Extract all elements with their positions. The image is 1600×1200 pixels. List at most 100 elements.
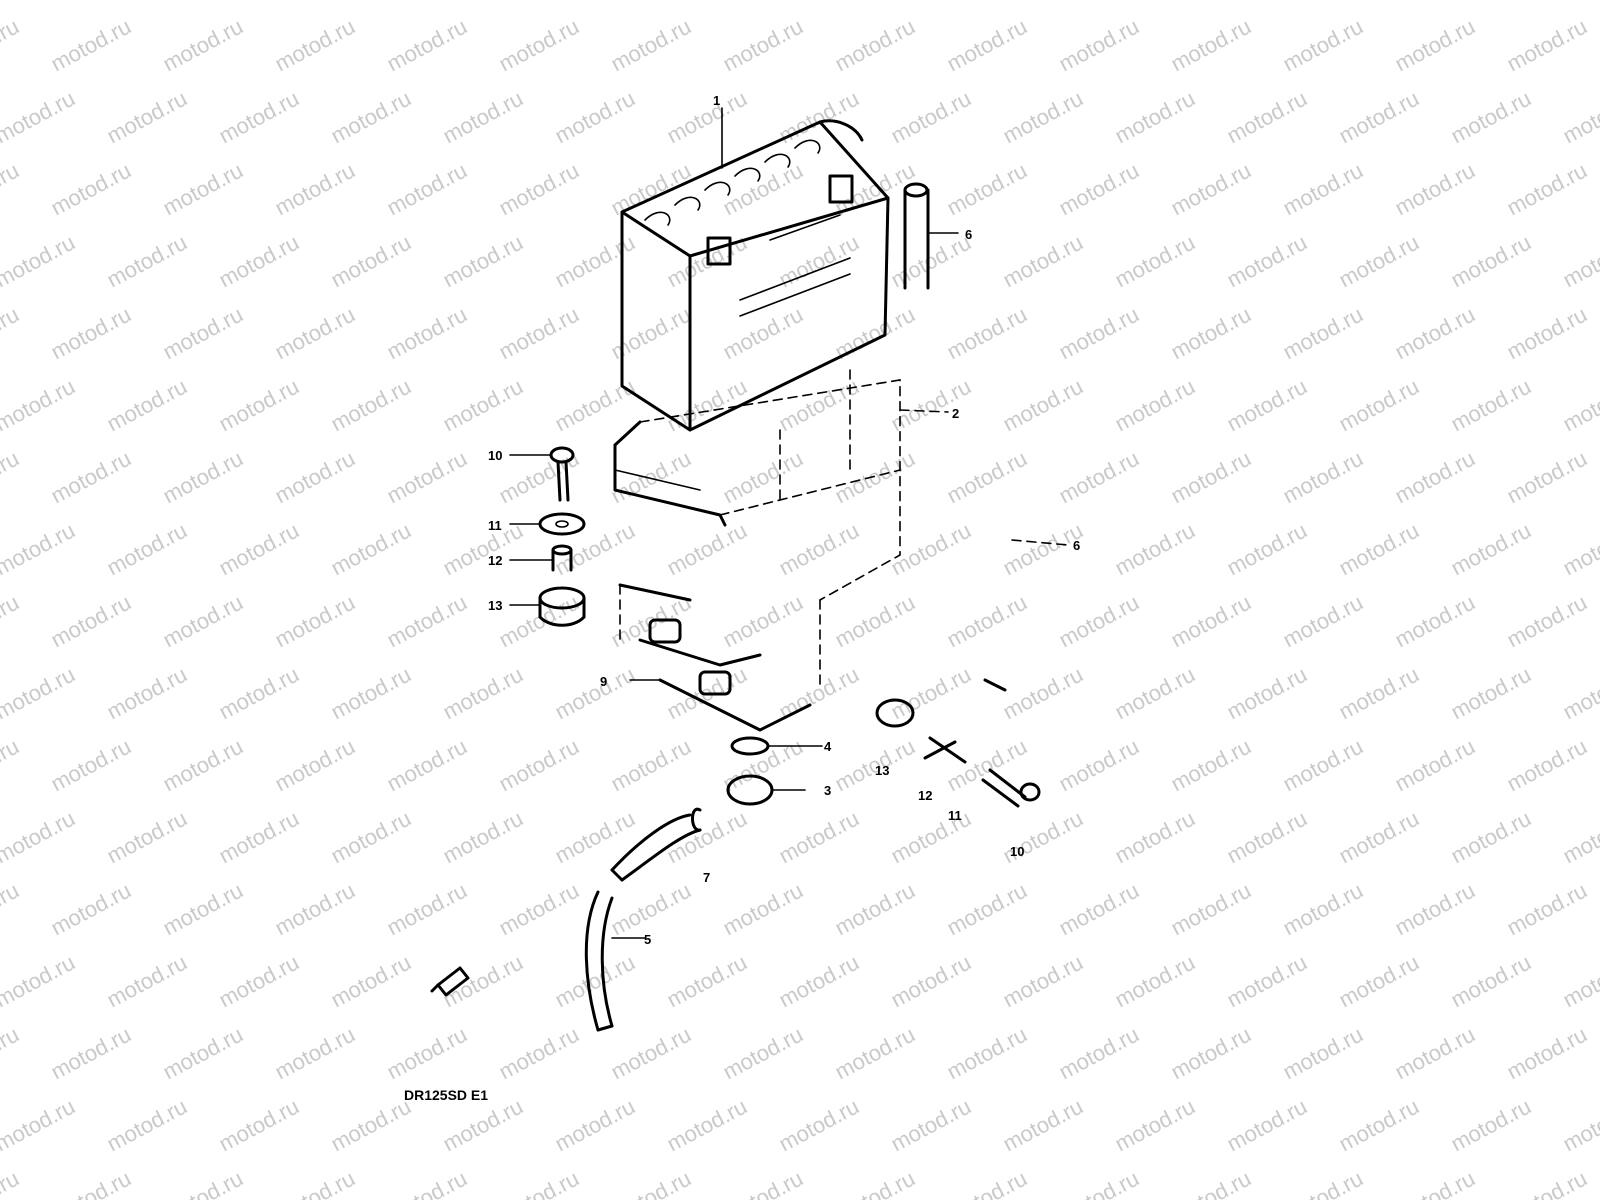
watermark-text: motod.ru [1559,0,1600,4]
watermark-text: motod.ru [1391,14,1479,77]
watermark-text: motod.ru [831,1166,919,1200]
watermark-text: motod.ru [1055,14,1143,77]
callout-12-right: 12 [918,788,932,803]
watermark-text: motod.ru [383,14,471,77]
watermark-text: motod.ru [887,806,975,869]
model-code: DR125SD E1 [404,1087,488,1103]
watermark-text: motod.ru [999,1094,1087,1157]
watermark-text: motod.ru [159,878,247,941]
watermark-text: motod.ru [47,590,135,653]
watermark-text: motod.ru [999,0,1087,4]
watermark-text: motod.ru [495,1022,583,1085]
watermark-text: motod.ru [1391,1022,1479,1085]
watermark-text: motod.ru [1559,86,1600,149]
watermark-text: motod.ru [1223,230,1311,293]
watermark-text: motod.ru [383,590,471,653]
watermark-text: motod.ru [383,158,471,221]
watermark-text: motod.ru [1111,1094,1199,1157]
watermark-text: motod.ru [327,950,415,1013]
watermark-text: motod.ru [1055,158,1143,221]
watermark-text: motod.ru [999,374,1087,437]
watermark-text: motod.ru [495,1166,583,1200]
callout-6-right: 6 [1073,538,1080,553]
bracket [618,583,821,732]
watermark-text: motod.ru [215,86,303,149]
watermark-text: motod.ru [1335,518,1423,581]
leader-lines [509,107,1069,939]
watermark-text: motod.ru [1559,806,1600,869]
watermark-text: motod.ru [1335,806,1423,869]
watermark-text: motod.ru [1279,1022,1367,1085]
watermark-text: motod.ru [607,734,695,797]
watermark-text: motod.ru [159,158,247,221]
watermark-text: motod.ru [943,446,1031,509]
watermark-text: motod.ru [1503,878,1591,941]
watermark-text: motod.ru [775,86,863,149]
watermark-text: motod.ru [327,230,415,293]
watermark-text: motod.ru [1391,302,1479,365]
callout-6: 6 [965,227,972,242]
watermark-text: motod.ru [1111,374,1199,437]
watermark-text: motod.ru [1279,1166,1367,1200]
callout-9: 9 [600,674,607,689]
watermark-text: motod.ru [271,590,359,653]
watermark-text: motod.ru [943,14,1031,77]
watermark-text: motod.ru [1279,590,1367,653]
watermark-text: motod.ru [1335,86,1423,149]
watermark-text: motod.ru [1559,662,1600,725]
watermark-text: motod.ru [1223,1094,1311,1157]
watermark-text: motod.ru [159,446,247,509]
watermark-text: motod.ru [1167,158,1255,221]
watermark-text: motod.ru [1559,230,1600,293]
watermark-text: motod.ru [271,878,359,941]
watermark-text: motod.ru [47,1166,135,1200]
watermark-text: motod.ru [831,1022,919,1085]
watermark-text: motod.ru [439,0,527,4]
watermark-text: motod.ru [1167,1022,1255,1085]
watermark-text: motod.ru [1447,662,1535,725]
watermark-text: motod.ru [1167,302,1255,365]
watermark-text: motod.ru [887,86,975,149]
watermark-text: motod.ru [1559,518,1600,581]
watermark-text: motod.ru [1447,86,1535,149]
watermark-text: motod.ru [887,0,975,4]
watermark-text: motod.ru [1167,878,1255,941]
watermark-text: motod.ru [439,950,527,1013]
watermark-text: motod.ru [0,1094,79,1157]
watermark-text: motod.ru [0,1166,23,1200]
watermark-text: motod.ru [1055,446,1143,509]
watermark-text: motod.ru [159,14,247,77]
watermark-text: motod.ru [439,230,527,293]
watermark-text: motod.ru [0,14,23,77]
watermark-text: motod.ru [943,302,1031,365]
watermark-text: motod.ru [943,158,1031,221]
watermark-text: motod.ru [103,374,191,437]
watermark-text: motod.ru [1279,446,1367,509]
callout-11-left: 11 [488,518,502,533]
watermark-text: motod.ru [439,662,527,725]
watermark-text: motod.ru [159,1166,247,1200]
watermark-text: motod.ru [103,86,191,149]
watermark-text: motod.ru [551,662,639,725]
callout-10-left: 10 [488,448,502,463]
watermark-text: motod.ru [1335,662,1423,725]
watermark-text: motod.ru [0,230,79,293]
watermark-text: motod.ru [719,302,807,365]
watermark-text: motod.ru [215,0,303,4]
watermark-text: motod.ru [271,734,359,797]
watermark-text: motod.ru [383,734,471,797]
watermark-text: motod.ru [0,590,23,653]
watermark-text: motod.ru [1223,0,1311,4]
watermark-text: motod.ru [1223,662,1311,725]
watermark-text: motod.ru [1447,806,1535,869]
watermark-text: motod.ru [383,446,471,509]
watermark-text: motod.ru [551,230,639,293]
watermark-text: motod.ru [439,518,527,581]
watermark-text: motod.ru [831,590,919,653]
callout-13-right: 13 [875,763,889,778]
watermark-text: motod.ru [831,878,919,941]
watermark-text: motod.ru [47,734,135,797]
watermark-text: motod.ru [271,446,359,509]
watermark-text: motod.ru [1167,14,1255,77]
